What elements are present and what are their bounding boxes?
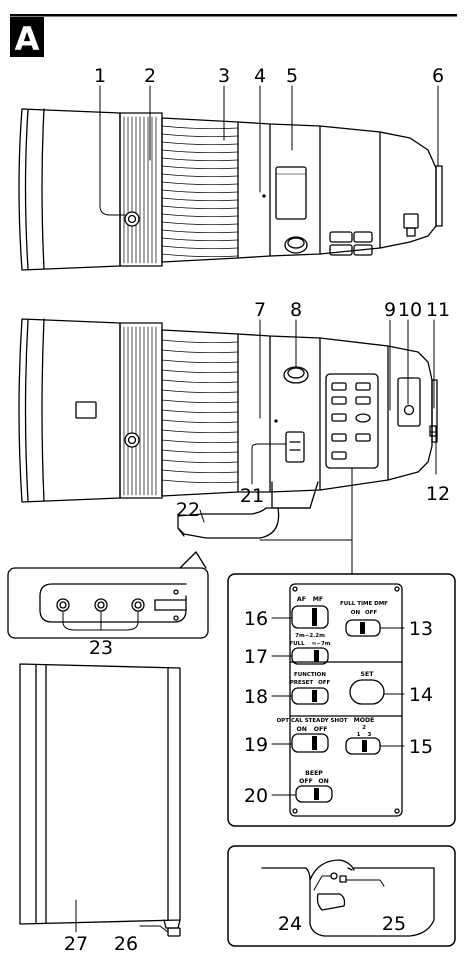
section-letter-box <box>10 17 44 57</box>
header-rule <box>10 14 457 17</box>
label-mode: MODE <box>354 717 375 724</box>
label-dmf-on-off: ON OFF <box>351 610 378 616</box>
label-af-mf: AF MF <box>297 596 323 603</box>
callout-25: 25 <box>382 913 406 935</box>
callout-4: 4 <box>254 65 266 87</box>
callout-24: 24 <box>278 913 302 935</box>
label-function: FUNCTION <box>294 672 326 678</box>
callout-20: 20 <box>244 785 268 807</box>
lens-side-view-top <box>18 108 443 271</box>
callout-18: 18 <box>244 686 268 708</box>
section-letter: A <box>15 20 40 58</box>
callout-26: 26 <box>114 933 138 954</box>
label-beep: BEEP <box>305 770 323 777</box>
label-oss-on-off: ON OFF <box>297 726 328 733</box>
inset-tripod-foot <box>7 551 209 639</box>
callout-27: 27 <box>64 933 88 954</box>
callout-14: 14 <box>409 684 433 706</box>
callout-5: 5 <box>286 65 298 87</box>
callout-10: 10 <box>398 299 422 321</box>
callout-8: 8 <box>290 299 302 321</box>
label-mode-2: 2 <box>362 725 366 731</box>
callout-21: 21 <box>240 485 264 507</box>
callout-9: 9 <box>384 299 396 321</box>
callout-19: 19 <box>244 734 268 756</box>
callout-numbers: 1 2 3 4 5 6 7 8 9 10 11 12 21 22 23 27 2… <box>64 65 450 954</box>
label-range-bottom: FULL ∞−7m <box>289 641 330 647</box>
label-optical-steady-shot: OPTICAL STEADY SHOT <box>277 718 348 724</box>
label-range-top: 7m−2.2m <box>295 633 325 639</box>
callout-11: 11 <box>426 299 450 321</box>
lens-side-view-bottom <box>18 318 438 539</box>
callout-13: 13 <box>409 618 433 640</box>
label-preset-off: PRESET OFF <box>290 680 331 686</box>
callout-22: 22 <box>176 499 200 521</box>
label-beep-off-on: OFF ON <box>299 778 329 785</box>
label-full-time-dmf: FULL TIME DMF <box>340 601 388 607</box>
inset-mount-detail <box>227 845 456 947</box>
label-set: SET <box>361 671 375 678</box>
inset-lens-hood <box>19 663 181 937</box>
callout-15: 15 <box>409 736 433 758</box>
switch-panel-labels: AF MF FULL TIME DMF ON OFF 7m−2.2m FULL … <box>277 596 389 785</box>
callout-2: 2 <box>144 65 156 87</box>
callout-3: 3 <box>218 65 230 87</box>
callout-1: 1 <box>94 65 106 87</box>
leader-lines <box>62 85 439 933</box>
callout-7: 7 <box>254 299 266 321</box>
callout-6: 6 <box>432 65 444 87</box>
callout-23: 23 <box>89 637 113 659</box>
callout-16: 16 <box>244 608 268 630</box>
callout-17: 17 <box>244 646 268 668</box>
label-mode-1-3: 1 3 <box>357 732 372 738</box>
callout-12: 12 <box>426 483 450 505</box>
